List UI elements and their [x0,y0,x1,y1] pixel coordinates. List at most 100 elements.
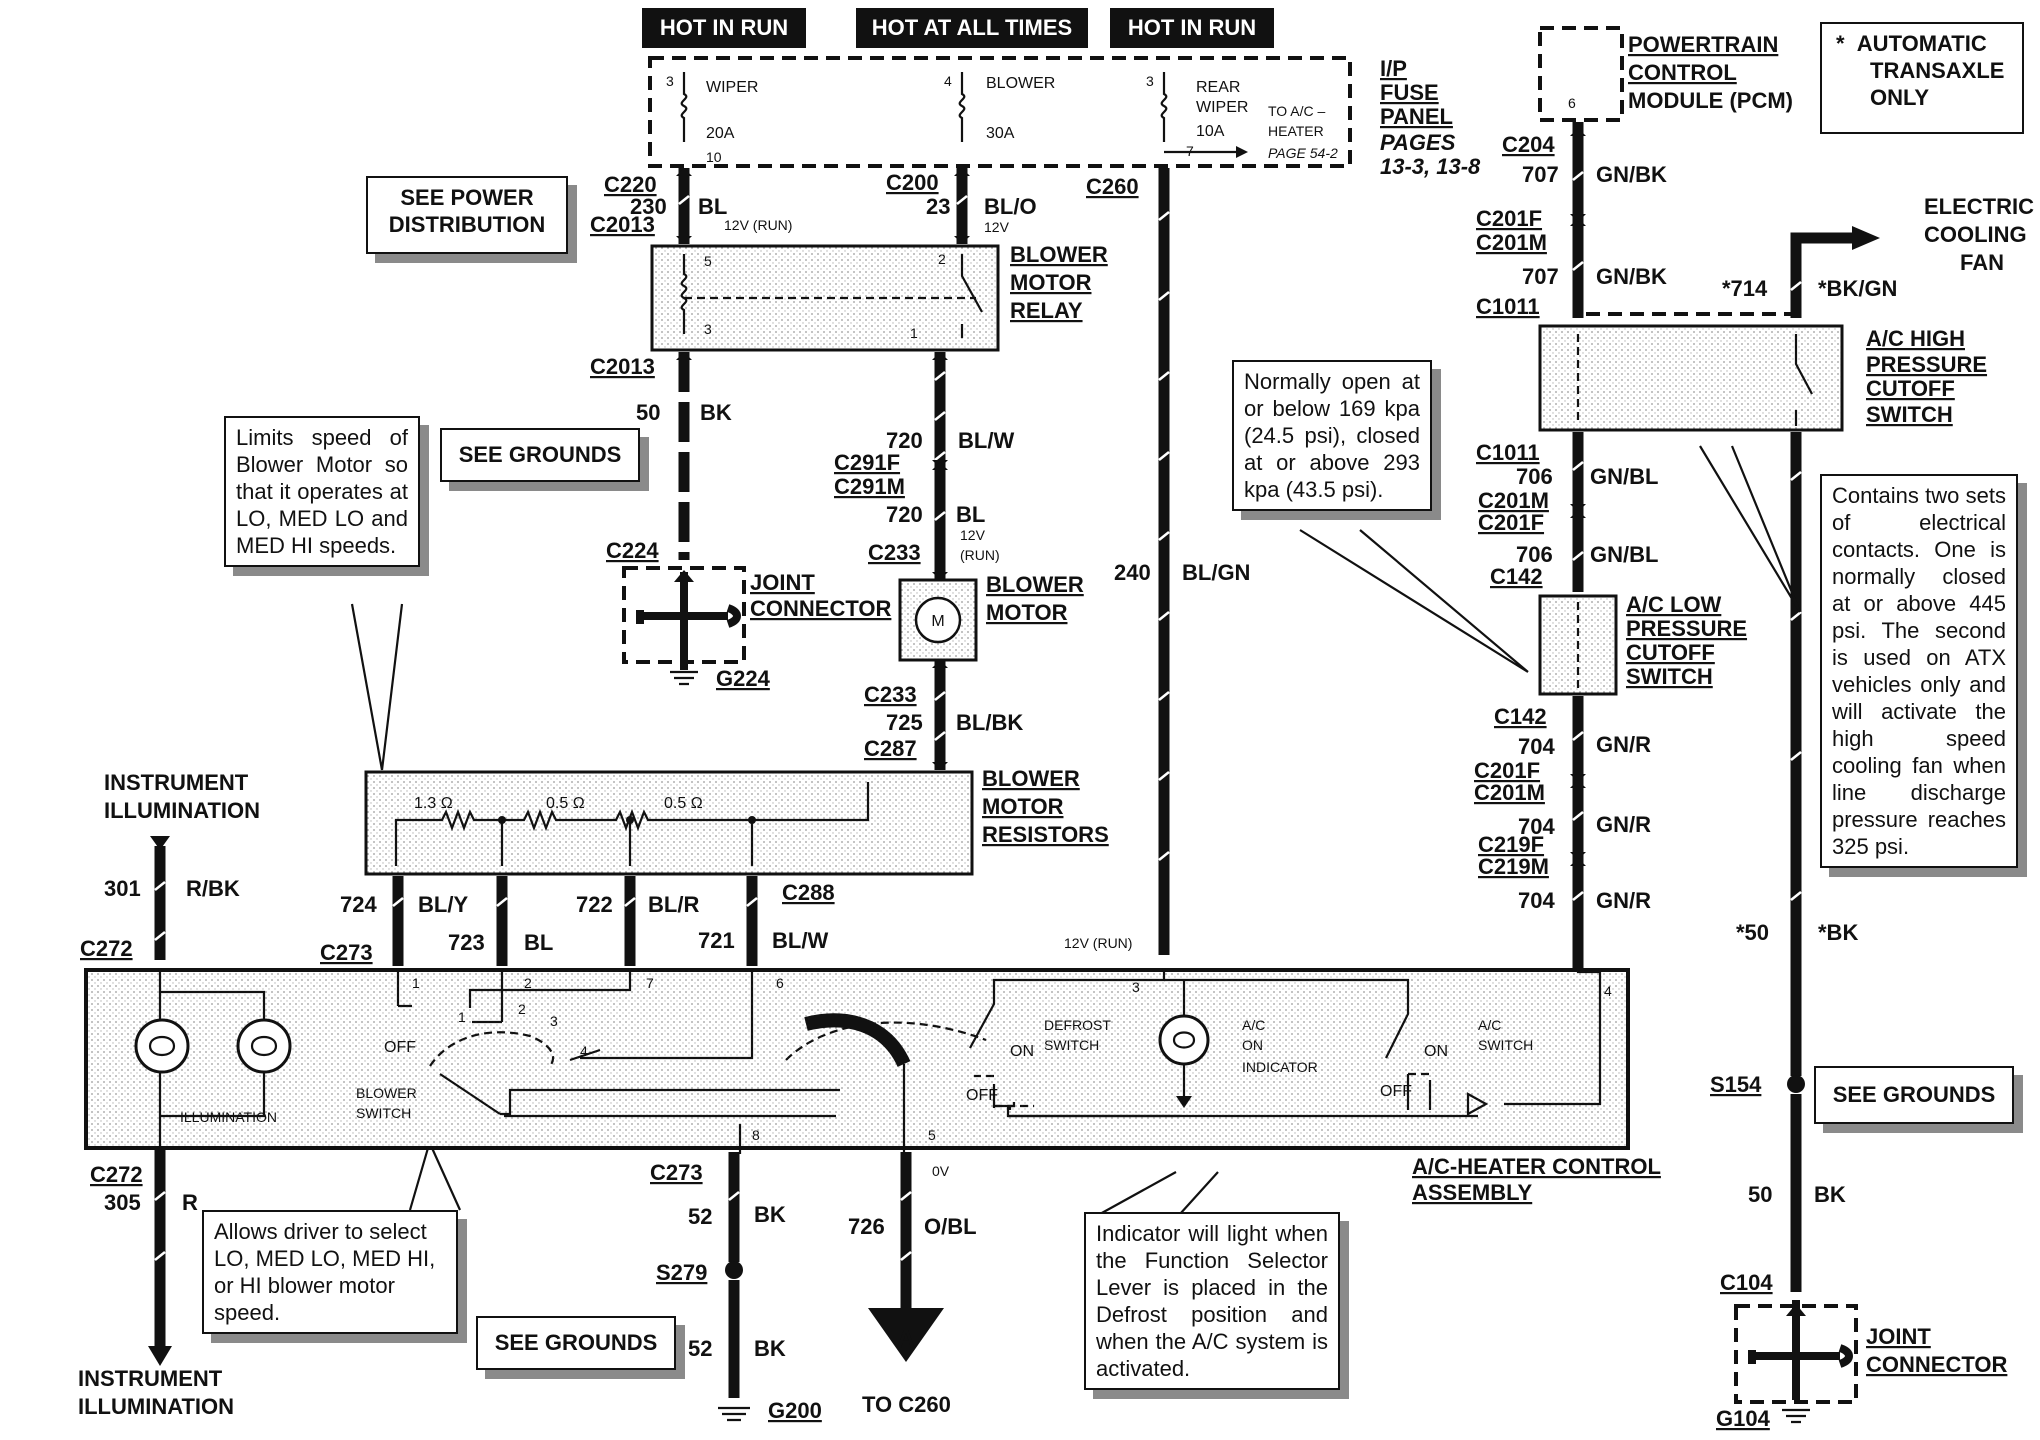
pcm-title-2: CONTROL [1628,60,1737,85]
wire-23 [956,168,968,244]
high-switch-title-1: A/C HIGH [1866,326,1965,351]
fuse-blower-label: BLOWER [986,75,1055,92]
wire-714 [1790,226,1880,318]
fuse-wiper-label: WIPER [706,79,758,96]
low-switch-title-3: CUTOFF [1626,640,1715,665]
fuse-pages-2: 13-3, 13-8 [1380,154,1481,179]
circuit-724-color: BL/Y [418,892,468,917]
auto-note-star: * [1836,31,1845,56]
fuse-blower-in-pin: 4 [944,73,952,89]
joint-left-ground: G224 [716,666,771,691]
conn-c291m: C291M [834,474,905,499]
circuit-704a-color: GN/R [1596,732,1651,757]
fuse-rear-wiper-label-2: WIPER [1196,99,1248,116]
header-hot-in-run-right: HOT IN RUN [1110,8,1274,48]
fuse-wiper-amps: 20A [706,125,735,142]
defrost-label-1: DEFROST [1044,1017,1111,1033]
conn-c273-top: C273 [320,940,373,965]
motor-title-1: BLOWER [986,572,1084,597]
circuit-704c-color: GN/R [1596,888,1651,913]
pcm-pin: 6 [1568,95,1576,111]
circuit-301-num: 301 [104,876,141,901]
circuit-305-num: 305 [104,1190,141,1215]
circuit-706a-num: 706 [1516,464,1553,489]
auto-note-line-3: ONLY [1870,85,1930,110]
circuit-706b-num: 706 [1516,542,1553,567]
circuit-725-num: 725 [886,710,923,735]
relay-title-3: RELAY [1010,298,1083,323]
wire-704 [1570,696,1586,968]
fuse-panel-title-1: I/P [1380,56,1407,81]
note-contacts: Contains two sets of electrical contacts… [1820,474,2018,868]
conn-c219m: C219M [1478,854,1549,879]
indicator-diode [1176,1096,1192,1108]
conn-c142-bottom: C142 [1494,704,1547,729]
joint-left-title-1: JOINT [750,570,815,595]
to-c260-text: TO C260 [862,1392,951,1417]
blower-switch-label-2: SWITCH [356,1105,411,1121]
instrument-bottom-2: ILLUMINATION [78,1394,234,1419]
fuse-wiper [680,72,688,142]
auto-note-line-1: AUTOMATIC [1856,31,1987,56]
wire-301 [150,836,170,960]
resistors-title-1: BLOWER [982,766,1080,791]
control-title-2: ASSEMBLY [1412,1180,1533,1205]
fuse-panel-box [648,56,1352,168]
see-power-distribution[interactable]: SEE POWER DISTRIBUTION [366,176,568,254]
indicator-label-2: ON [1242,1037,1263,1053]
conn-c142-top: C142 [1490,564,1543,589]
conn-c219f: C219F [1478,832,1544,857]
circuit-230-num: 230 [630,194,667,219]
joint-right-title-1: JOINT [1866,1324,1931,1349]
high-switch-title-2: PRESSURE [1866,352,1987,377]
circuit-23-num: 23 [926,194,950,219]
circuit-724-num: 724 [340,892,377,917]
low-switch-title-2: PRESSURE [1626,616,1747,641]
circuit-50-num: 50 [636,400,660,425]
fuse-blower [958,72,966,142]
circuit-726-num: 726 [848,1214,885,1239]
circuit-722-color: BL/R [648,892,699,917]
blower-pos-4: 4 [580,1043,588,1059]
wire-704-to-assembly [1576,968,1600,974]
see-grounds-bottom[interactable]: SEE GROUNDS [476,1316,676,1370]
fuse-ref-2: HEATER [1268,123,1324,139]
relay-title-1: BLOWER [1010,242,1108,267]
circuit-723-num: 723 [448,930,485,955]
see-grounds-top[interactable]: SEE GROUNDS [440,428,640,482]
connector-marks [676,168,970,770]
defrost-label-2: SWITCH [1044,1037,1099,1053]
relay-pin-3: 3 [704,321,712,337]
see-power-line-2: DISTRIBUTION [388,212,546,237]
fuse-pages-1: PAGES [1380,130,1456,155]
note-low-pressure: Normally open at or below 169 kpa (24.5 … [1232,360,1432,511]
circuit-52b-color: BK [754,1336,786,1361]
circuit-720b-note-1: 12V [960,527,986,543]
control-pin-5: 5 [928,1127,936,1143]
circuit-labels: 230 BL 12V (RUN) 23 BL/O 12V 50 BK 720 B… [104,162,1897,1361]
defrost-off: OFF [966,1087,998,1104]
header-hot-at-all-times: HOT AT ALL TIMES [856,8,1088,48]
control-pin-7: 7 [646,975,654,991]
relay-title-2: MOTOR [1010,270,1092,295]
circuit-305-color: R [182,1190,198,1215]
circuit-725-color: BL/BK [956,710,1023,735]
see-grounds-right[interactable]: SEE GROUNDS [1814,1066,2014,1124]
fuse-blower-amps: 30A [986,125,1015,142]
instrument-top-1: INSTRUMENT [104,770,249,795]
circuit-720b-color: BL [956,502,985,527]
conn-c201m-2: C201M [1478,488,1549,513]
relay-pin-1: 1 [910,325,918,341]
conn-c224: C224 [606,538,659,563]
fuse-ref-1: TO A/C – [1268,103,1326,119]
conn-g200: G200 [768,1398,822,1423]
note-pointers [350,445,1802,1215]
high-pressure-switch-box [1538,324,1844,432]
control-pin-6: 6 [776,975,784,991]
high-switch-title-3: CUTOFF [1866,376,1955,401]
circuit-706b-color: GN/BL [1590,542,1658,567]
indicator-label-1: A/C [1242,1017,1265,1033]
ac-switch-label-1: A/C [1478,1017,1501,1033]
conn-c1011-bottom: C1011 [1476,440,1540,465]
